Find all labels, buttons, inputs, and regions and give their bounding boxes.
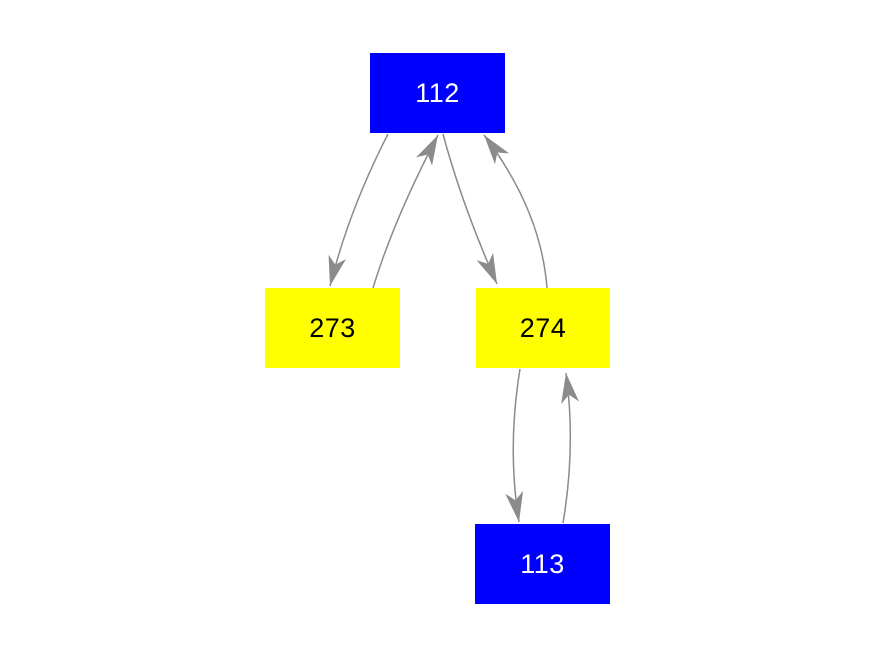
node-113: 113 (475, 524, 610, 604)
edge-274-112 (483, 134, 548, 289)
edge-273-112 (372, 134, 439, 289)
edge-group (328, 133, 579, 524)
node-274: 274 (476, 288, 610, 368)
edge-112-273 (328, 133, 389, 287)
node-label: 273 (309, 312, 356, 343)
edge-113-274 (561, 372, 579, 524)
node-112: 112 (370, 53, 505, 133)
edge-112-274 (442, 133, 498, 285)
node-label: 113 (520, 548, 565, 579)
edge-274-113 (505, 368, 524, 523)
node-273: 273 (265, 288, 400, 368)
node-label: 112 (415, 77, 460, 108)
node-label: 274 (519, 312, 567, 343)
